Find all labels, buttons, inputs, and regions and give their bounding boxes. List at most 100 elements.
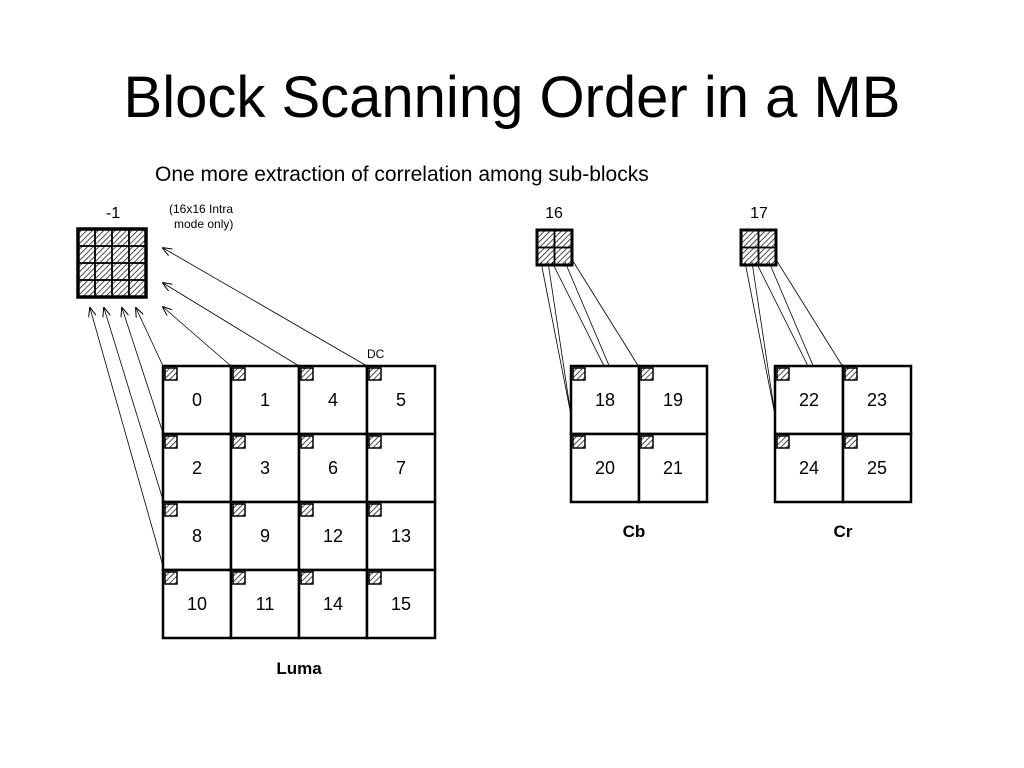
luma-dc-corner-marker [368,571,382,585]
luma-dc-cell [111,228,130,247]
arrow-block-10 [90,308,164,567]
cb-block-number: 20 [595,458,615,478]
cr-dc-corner-marker [776,435,790,449]
luma-dc-cell [77,228,96,247]
cr-line-22a [744,261,776,416]
cb-block-number: 19 [663,390,683,410]
luma-block-number: 2 [192,458,202,478]
luma-dc-cell [128,279,147,298]
luma-block-number: 6 [328,458,338,478]
luma-dc-corner-marker [300,435,314,449]
luma-dc-corner-marker [164,435,178,449]
cr-label: Cr [834,522,853,541]
cb-dc-cell [553,246,573,266]
luma-block-number: 9 [260,526,270,546]
arrow-block-4 [163,283,300,367]
cr-block-number: 25 [867,458,887,478]
luma-block-number: 5 [396,390,406,410]
cr-dc-block-label: 17 [750,205,768,222]
arrow-block-1 [163,307,232,367]
luma-dc-cell [128,245,147,264]
luma-dc-cell [77,245,96,264]
luma-dc-corner-marker [164,571,178,585]
slide-title: Block Scanning Order in a MB [123,65,901,130]
cr-block-number: 22 [799,390,819,410]
cb-block-number: 18 [595,390,615,410]
luma-dc-block: -1 (16x16 Intra mode only) [76,202,233,299]
arrow-block-5 [163,248,368,367]
luma-dc-cell [111,279,130,298]
cb-dc-block-border [535,228,574,267]
luma-dc-corner-marker [300,367,314,381]
luma-dc-cell [111,262,130,281]
cb-dc-block-label: 16 [545,205,563,222]
cb-block-number: 21 [663,458,683,478]
cr-block-number: 23 [867,390,887,410]
luma-dc-block-label: -1 [106,205,120,222]
cb-dc-cell [553,229,573,249]
luma-dc-block-border [76,227,148,299]
luma-dc-corner-marker [232,367,246,381]
cr-dc-block-border [739,228,778,267]
luma-dc-corner-marker [368,367,382,381]
cb-label: Cb [623,522,646,541]
luma-dc-corner-marker [368,503,382,517]
cr-dc-cell [740,229,760,249]
luma-dc-arrows [90,248,368,567]
dc-label: DC [367,347,385,361]
luma-block-number: 1 [260,390,270,410]
luma-block-number: 15 [391,594,411,614]
cb-block-grid: 18 19 20 21 [569,364,709,504]
luma-dc-corner-marker [232,435,246,449]
luma-dc-cell [77,262,96,281]
luma-dc-cell [94,245,113,264]
luma-dc-corner-marker [368,435,382,449]
arrow-block-0 [136,308,164,367]
luma-dc-cell [111,245,130,264]
luma-block-number: 12 [323,526,343,546]
luma-dc-note-line1: (16x16 Intra [169,202,233,216]
luma-block-number: 14 [323,594,343,614]
cr-dc-cell [757,229,777,249]
luma-dc-corner-marker [164,503,178,517]
cb-dc-corner-marker [640,435,654,449]
cr-dc-corner-marker [844,367,858,381]
cb-dc-corner-marker [640,367,654,381]
arrow-block-2 [122,308,164,434]
cr-block-grid: 22 23 24 25 [773,364,913,504]
cr-dc-cell [757,246,777,266]
luma-dc-cell [77,279,96,298]
luma-block-number: 7 [396,458,406,478]
luma-block-number: 10 [187,594,207,614]
cr-line-22b [751,261,776,416]
luma-dc-corner-marker [300,503,314,517]
cr-block-number: 24 [799,458,819,478]
cr-dc-corner-marker [776,367,790,381]
cr-dc-lines [744,257,844,437]
luma-label: Luma [276,659,322,678]
luma-dc-cell [94,279,113,298]
cb-line-18b [547,261,572,416]
luma-block-number: 13 [391,526,411,546]
luma-dc-corner-marker [232,571,246,585]
luma-block-number: 0 [192,390,202,410]
luma-dc-cell [94,262,113,281]
luma-dc-corner-marker [164,367,178,381]
cr-line-23 [774,257,844,368]
arrow-block-8 [104,308,164,501]
slide-subtitle: One more extraction of correlation among… [155,163,649,186]
cr-dc-block: 17 [739,205,778,267]
cb-dc-corner-marker [572,435,586,449]
cb-dc-corner-marker [572,367,586,381]
luma-dc-corner-marker [232,503,246,517]
cb-line-19 [570,257,640,368]
luma-block-number: 11 [256,594,275,614]
luma-block-number: 4 [328,390,338,410]
luma-block-number: 3 [260,458,270,478]
luma-dc-corner-marker [300,571,314,585]
cb-line-18a [540,261,572,416]
luma-dc-cell [94,228,113,247]
cr-dc-corner-marker [844,435,858,449]
